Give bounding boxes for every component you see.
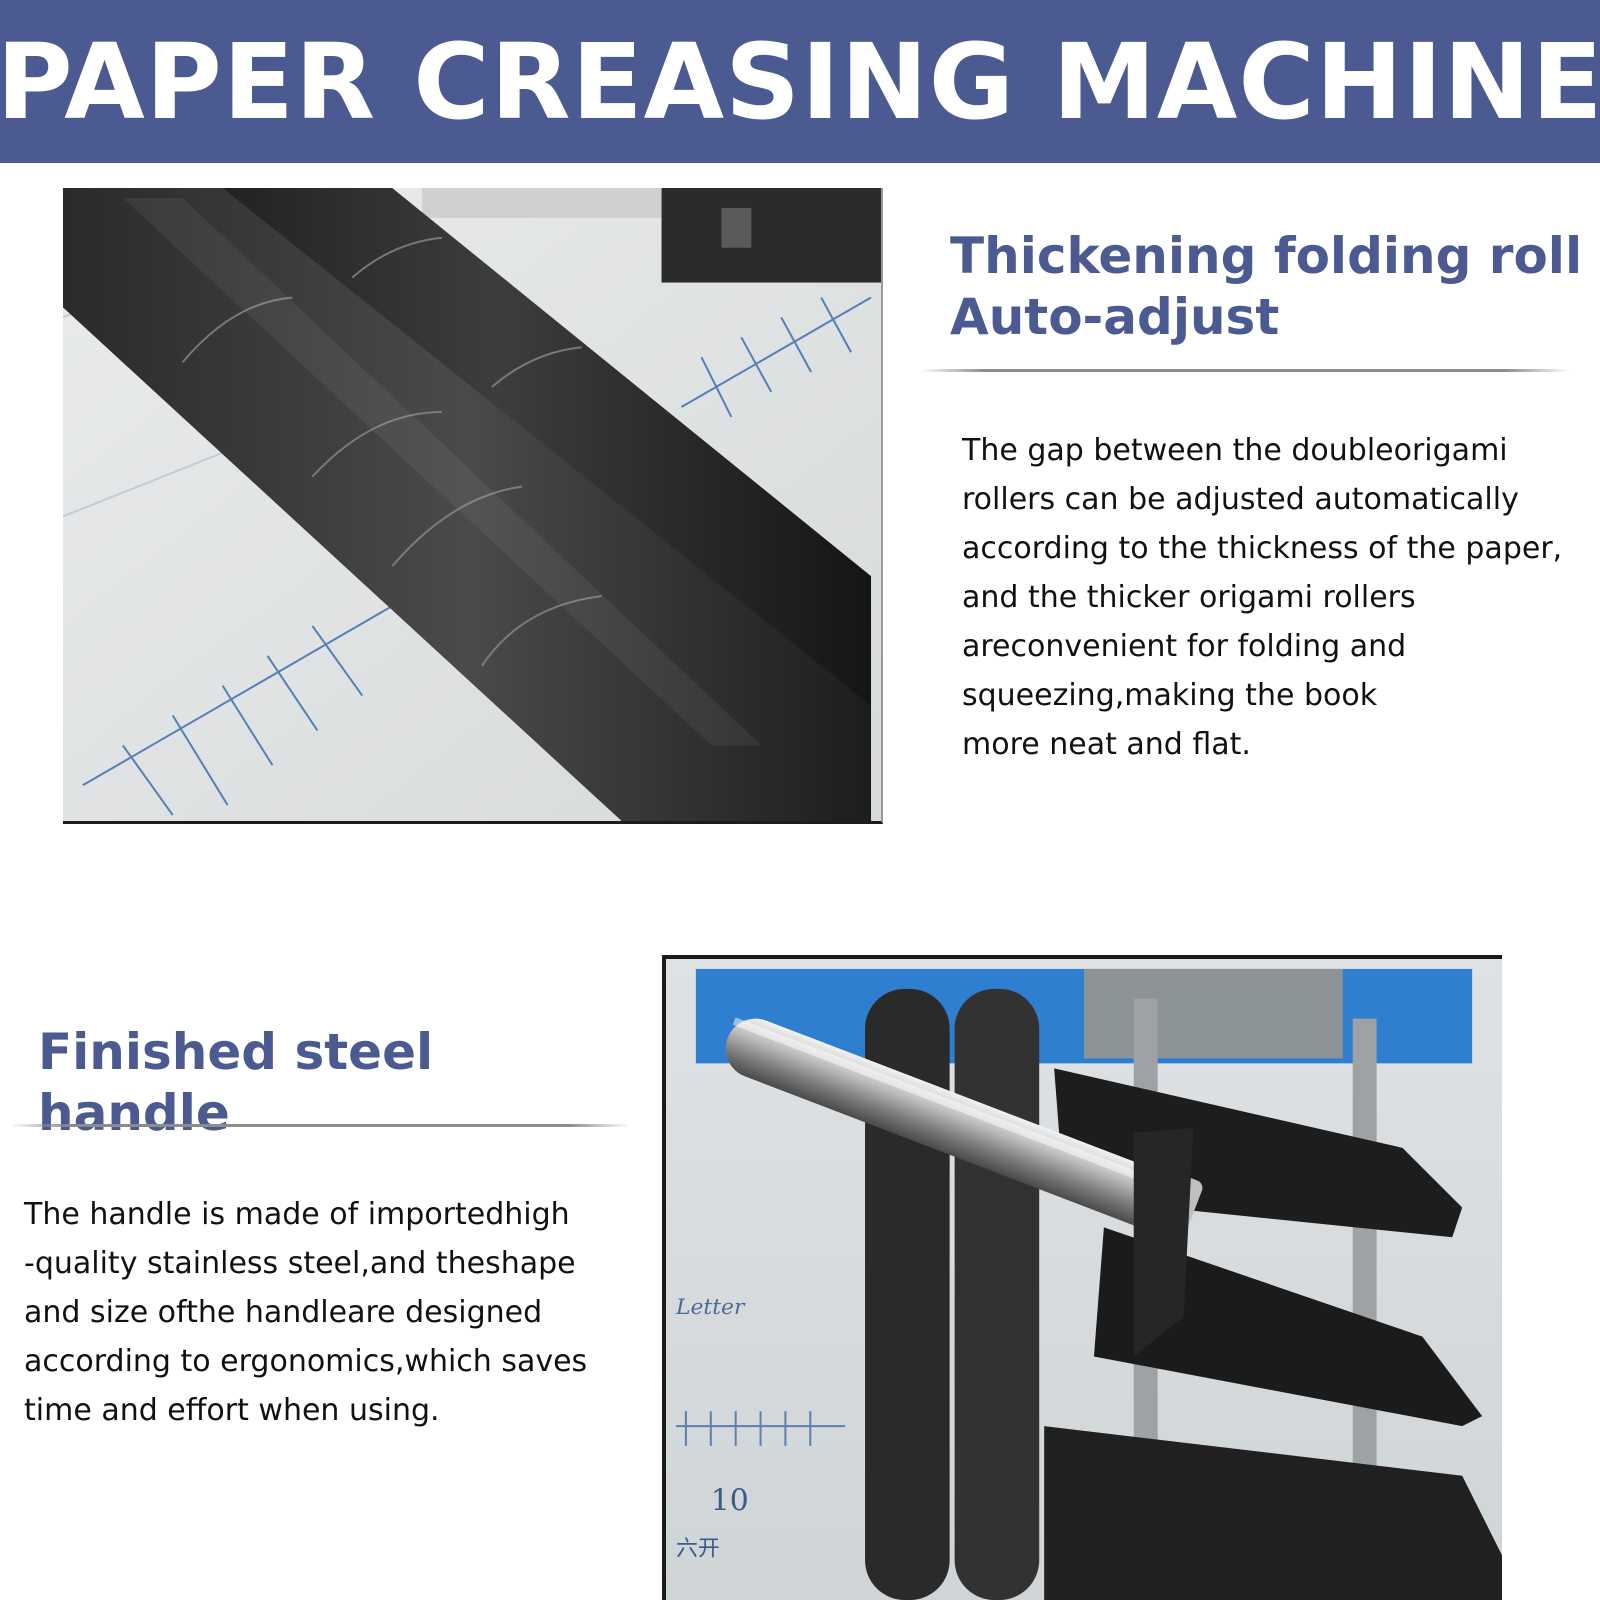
feature-title-rollers: Thickening folding roll Auto-adjust [950, 226, 1590, 348]
description-line: and the thicker origami rollers [962, 580, 1416, 615]
ruler-number-label: 10 [711, 1484, 749, 1519]
divider-rule [920, 369, 1570, 372]
feature-description-rollers: The gap between the doubleorigami roller… [962, 426, 1592, 769]
header-banner: PAPER CREASING MACHINE [0, 0, 1600, 163]
feature-title-line: Thickening folding roll [950, 227, 1583, 285]
feature-title-line: Auto-adjust [950, 288, 1280, 346]
rollers-illustration [63, 188, 881, 821]
description-line: more neat and flat. [962, 727, 1251, 762]
description-line: -quality stainless steel,and theshape [24, 1246, 576, 1281]
paper-size-label: Letter [675, 1295, 746, 1320]
divider-rule [10, 1124, 630, 1127]
description-line: The gap between the doubleorigami [962, 433, 1508, 468]
feature-description-handle: The handle is made of importedhigh -qual… [24, 1190, 644, 1435]
description-line: areconvenient for folding and [962, 629, 1407, 664]
feature-title-line: Finished steel handle [38, 1023, 434, 1142]
description-line: and size ofthe handleare designed [24, 1295, 543, 1330]
description-line: time and effort when using. [24, 1393, 440, 1428]
chinese-size-label: 六开 [676, 1536, 720, 1561]
description-line: rollers can be adjusted automatically [962, 482, 1519, 517]
page-title: PAPER CREASING MACHINE [0, 20, 1600, 143]
description-line: according to ergonomics,which saves [24, 1344, 588, 1379]
rollers-photo [63, 188, 883, 824]
description-line: The handle is made of importedhigh [24, 1197, 570, 1232]
handle-photo: Letter 10 六开 [662, 955, 1502, 1600]
description-line: according to the thickness of the paper, [962, 531, 1563, 566]
description-line: squeezing,making the book [962, 678, 1378, 713]
handle-illustration: Letter 10 六开 [666, 959, 1502, 1600]
feature-title-handle: Finished steel handle [38, 1022, 638, 1144]
